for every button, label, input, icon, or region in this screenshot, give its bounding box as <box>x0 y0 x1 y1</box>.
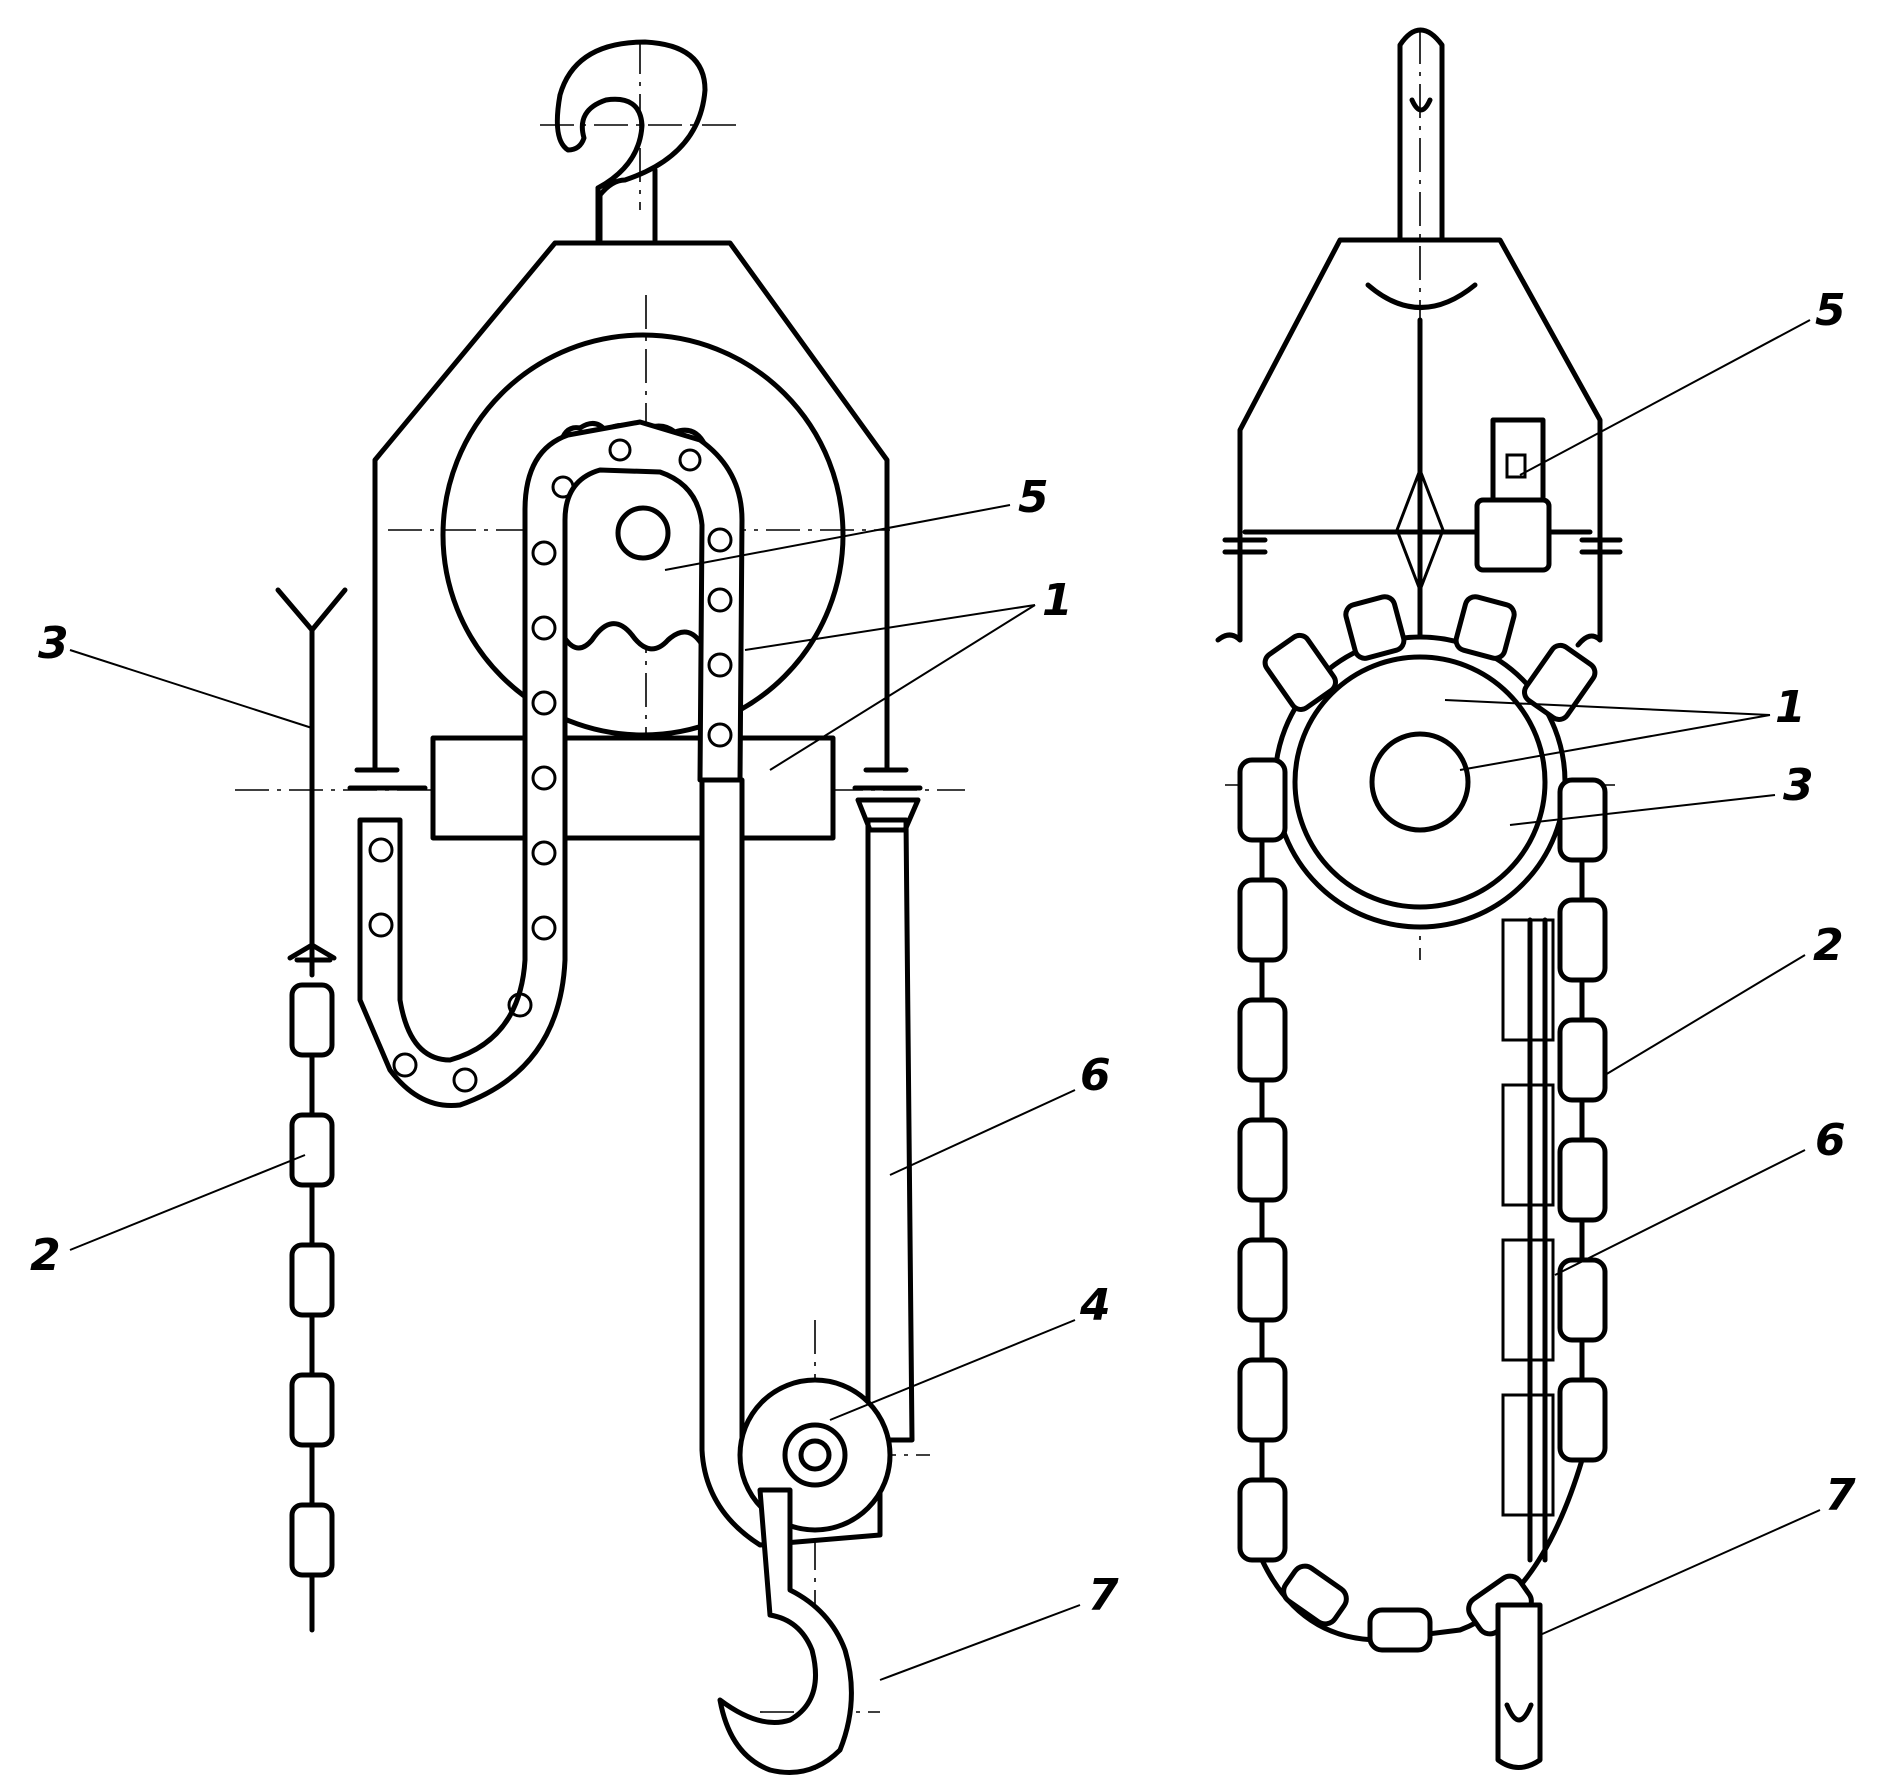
large-wheel <box>440 332 846 738</box>
chain-pin <box>507 992 533 1018</box>
top-rod <box>1397 27 1445 243</box>
chain-pin <box>392 1052 418 1078</box>
callout-left-3: 3 <box>38 618 69 669</box>
chain-pin <box>678 448 702 472</box>
right-side-view <box>1215 27 1623 1770</box>
chain-pin <box>531 840 557 866</box>
callout-right-1: 1 <box>1775 682 1806 733</box>
chain-pin <box>531 540 557 566</box>
chain-pin <box>368 912 394 938</box>
callout-right-5: 5 <box>1815 285 1846 336</box>
lower-pulley-hub-inner <box>798 1438 832 1472</box>
chain-pin <box>707 722 733 748</box>
load-sprocket <box>557 421 708 653</box>
side-wheel-hub <box>1369 731 1471 833</box>
lower-pulley-hub-outer <box>782 1422 848 1488</box>
side-hand-chain <box>1237 757 1608 1653</box>
callout-left-1: 1 <box>1042 575 1073 626</box>
callout-labels: 3 2 5 1 6 4 7 5 1 3 2 6 7 <box>30 285 1856 1621</box>
chain-pin <box>608 438 632 462</box>
chain-pin <box>707 652 733 678</box>
callout-left-4: 4 <box>1079 1280 1111 1331</box>
round-link-chain <box>289 982 335 1633</box>
axle-block <box>430 735 836 841</box>
chain-pin <box>707 527 733 553</box>
side-sprocket-detail <box>1474 417 1552 573</box>
chain-pin <box>368 837 394 863</box>
side-brackets <box>1222 537 1623 555</box>
hand-chain-left <box>275 587 348 1633</box>
bottom-hook <box>717 1487 854 1775</box>
side-wheel-ring <box>1292 654 1548 910</box>
top-hook <box>554 39 708 243</box>
chain-hanger-rod <box>275 587 348 978</box>
chain-pin <box>452 1067 478 1093</box>
leader-lines <box>69 319 1821 1681</box>
hoist-housing <box>372 240 890 773</box>
side-bottom-rod <box>1495 1602 1543 1770</box>
left-front-view <box>235 39 965 1775</box>
callout-right-6: 6 <box>1815 1115 1846 1166</box>
callout-right-3: 3 <box>1783 760 1814 811</box>
side-load-chain <box>1501 917 1555 1563</box>
chain-pin <box>531 915 557 941</box>
chain-pin <box>531 765 557 791</box>
callout-left-2: 2 <box>30 1230 61 1281</box>
side-wheel-teeth <box>1262 594 1598 722</box>
chain-pin <box>531 615 557 641</box>
sprocket-hub <box>615 505 671 561</box>
yoke-diamond <box>1395 465 1445 595</box>
chain-pin <box>531 690 557 716</box>
callout-right-2: 2 <box>1813 920 1844 971</box>
callout-left-6: 6 <box>1080 1050 1111 1101</box>
chain-pin <box>551 475 575 499</box>
callout-left-7: 7 <box>1088 1570 1119 1621</box>
callout-right-7: 7 <box>1825 1470 1856 1521</box>
chain-pin <box>707 587 733 613</box>
side-feet <box>1215 557 1603 648</box>
callout-left-5: 5 <box>1018 472 1049 523</box>
load-chain-loop <box>357 419 745 1109</box>
yoke-saddle <box>1365 282 1478 310</box>
